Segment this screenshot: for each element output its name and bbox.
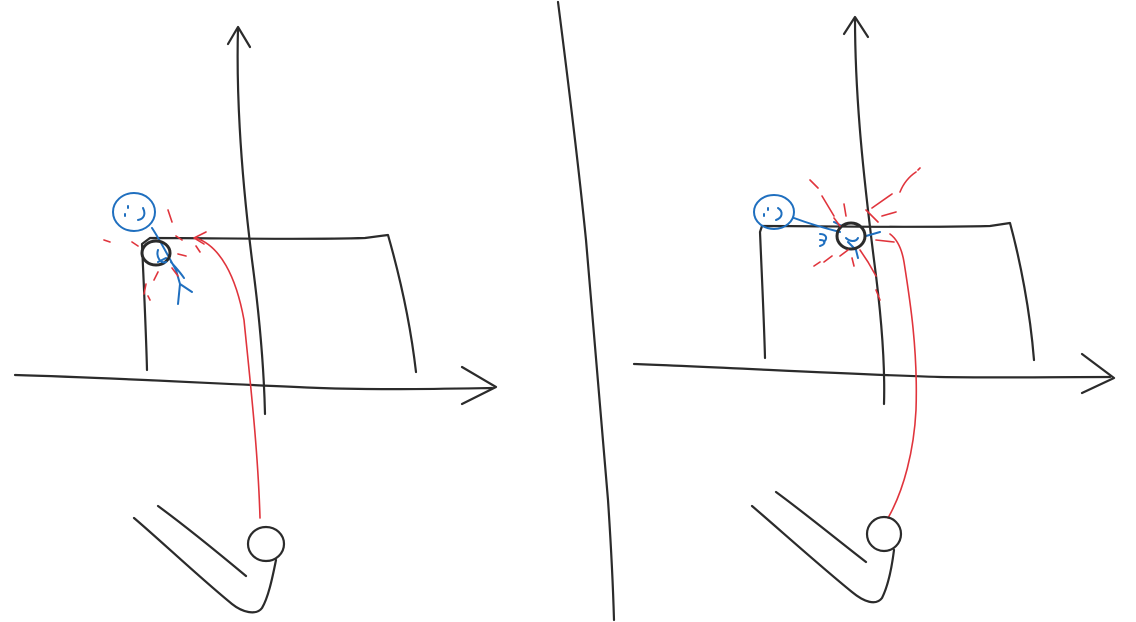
left-trajectory-arrowhead	[193, 231, 207, 245]
left-launcher	[132, 504, 286, 614]
right-trajectory	[887, 233, 918, 519]
left-stick-figure	[112, 192, 193, 305]
left-y-axis	[226, 25, 267, 416]
left-panel	[13, 25, 498, 614]
right-x-axis-arrowhead	[1080, 352, 1116, 395]
right-launcher-ball	[865, 515, 903, 553]
right-launcher	[750, 490, 903, 604]
left-figure-body	[151, 227, 193, 305]
left-figure-head	[112, 192, 156, 232]
right-impact-sparks	[809, 167, 921, 301]
left-impact-sparks	[103, 209, 201, 301]
right-box	[758, 221, 1036, 362]
right-ball	[835, 221, 867, 251]
left-figure-face	[124, 205, 146, 221]
left-launcher-ball	[246, 525, 286, 563]
left-x-axis-arrowhead	[460, 365, 498, 406]
left-box	[140, 233, 418, 374]
right-stick-figure	[753, 194, 881, 259]
left-x-axis	[13, 365, 498, 406]
right-y-axis-arrowhead	[842, 15, 870, 39]
right-figure-head	[753, 194, 795, 230]
right-figure-face	[763, 207, 783, 221]
right-panel	[632, 15, 1116, 604]
right-x-axis	[632, 352, 1116, 395]
left-y-axis-arrowhead	[226, 25, 252, 49]
left-trajectory	[193, 231, 261, 519]
panel-divider	[556, 0, 616, 622]
right-y-axis	[842, 15, 886, 406]
left-ball	[140, 239, 172, 267]
